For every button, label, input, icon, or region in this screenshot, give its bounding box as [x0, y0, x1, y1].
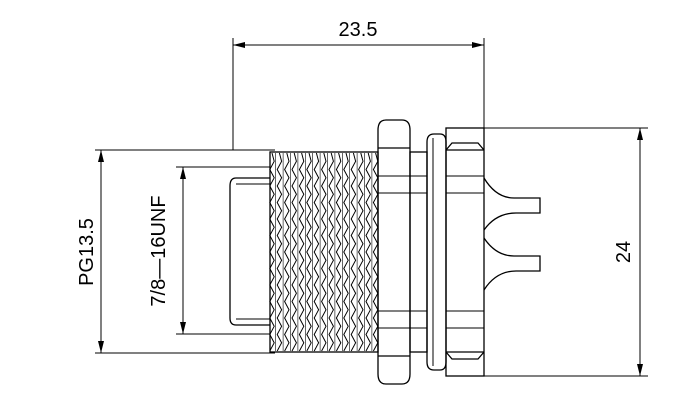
pcb-pins [483, 177, 541, 291]
hex-nut [377, 119, 411, 385]
thread-lines [269, 152, 379, 352]
thread-line [372, 152, 379, 352]
threaded-body [269, 151, 379, 353]
thread-line [313, 152, 320, 352]
dimension-housing-height: 24 [484, 127, 648, 377]
dimension-overall-length: 23.5 [232, 19, 485, 150]
thread-line [335, 152, 342, 352]
rear-housing [445, 127, 485, 377]
thread-line [358, 152, 364, 352]
thread-line [350, 152, 357, 352]
thread-line [321, 152, 327, 352]
thread-line [343, 152, 349, 352]
inner-thread-label: 7/8—16UNF [148, 195, 170, 306]
outer-thread-label: PG13.5 [76, 218, 98, 286]
thread-line [291, 152, 297, 352]
overall-length-label: 23.5 [339, 19, 378, 41]
thread-line [284, 152, 290, 352]
thread-line [276, 152, 283, 352]
thread-line [298, 152, 305, 352]
front-insert [229, 177, 270, 326]
thread-line [306, 152, 312, 352]
dimension-outer-thread: PG13.5 [76, 149, 275, 354]
thread-line [269, 152, 275, 352]
housing-height-label: 24 [613, 241, 635, 263]
dimension-inner-thread: 7/8—16UNF [148, 166, 270, 335]
thread-line [365, 152, 371, 352]
thread-line [328, 152, 334, 352]
thread-section-right [409, 151, 428, 353]
o-ring [426, 133, 447, 371]
